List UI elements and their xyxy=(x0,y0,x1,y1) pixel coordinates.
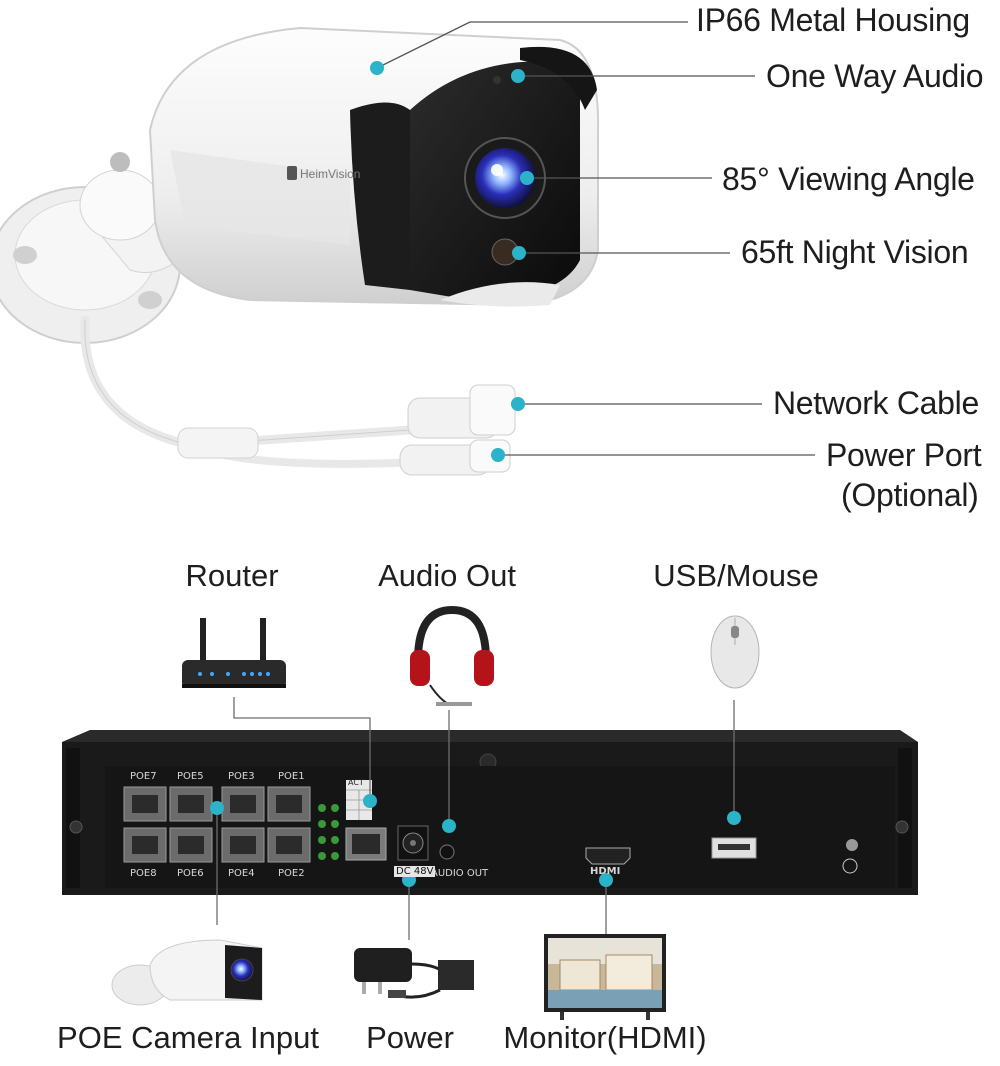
camera-leader-lines xyxy=(370,21,815,462)
port-label-poe5: POE5 xyxy=(177,771,204,782)
dot-housing xyxy=(370,61,384,75)
dot-router xyxy=(363,794,377,808)
network-connector xyxy=(407,384,516,439)
camera-mount xyxy=(0,152,191,344)
callout-audio: One Way Audio xyxy=(766,58,984,94)
port-label-poe1: POE1 xyxy=(278,771,305,782)
audio-out-jack xyxy=(439,844,455,860)
callout-housing: IP66 Metal Housing xyxy=(696,2,970,38)
camera-body xyxy=(148,26,600,307)
leader-housing xyxy=(376,21,471,69)
port-label-poe2: POE2 xyxy=(278,868,305,879)
hdmi-port xyxy=(585,847,631,865)
port-label-poe3: POE3 xyxy=(228,771,255,782)
dot-angle xyxy=(520,171,534,185)
camera-illustration: HeimVision xyxy=(0,26,600,476)
connection-lines xyxy=(216,697,735,940)
dot-network xyxy=(511,397,525,411)
poe-camera-icon xyxy=(111,939,263,1006)
port-label-poe7: POE7 xyxy=(130,771,157,782)
callout-power-line2: (Optional) xyxy=(841,477,979,513)
camera-brand-logo: HeimVision xyxy=(300,167,360,181)
port-label-hdmi: HDMI xyxy=(590,866,621,877)
callout-night: 65ft Night Vision xyxy=(741,234,969,270)
label-monitor: Monitor(HDMI) xyxy=(503,1020,707,1055)
dot-audio xyxy=(511,69,525,83)
port-label-audio-out: AUDIO OUT xyxy=(431,868,489,879)
callout-power-line1: Power Port xyxy=(826,437,982,473)
dot-power xyxy=(491,448,505,462)
port-label-poe6: POE6 xyxy=(177,868,204,879)
label-router: Router xyxy=(185,558,279,593)
label-poe-camera: POE Camera Input xyxy=(57,1020,319,1055)
headphones-icon xyxy=(410,605,494,706)
dot-hdmi xyxy=(599,873,613,887)
port-label-poe8: POE8 xyxy=(130,868,157,879)
monitor-icon xyxy=(544,934,666,1020)
power-connector xyxy=(399,439,511,476)
dot-poe xyxy=(210,801,224,815)
port-label-poe4: POE4 xyxy=(228,868,255,879)
dot-usb xyxy=(727,811,741,825)
ground-symbol xyxy=(842,858,858,874)
power-adapter-icon xyxy=(354,948,474,999)
router-icon xyxy=(182,618,286,688)
port-label-dc: DC 48V xyxy=(394,866,436,877)
label-usb-mouse: USB/Mouse xyxy=(653,558,819,593)
cable-boot xyxy=(177,427,259,459)
dot-night xyxy=(512,246,526,260)
callout-angle: 85° Viewing Angle xyxy=(722,161,975,197)
callout-network: Network Cable xyxy=(773,385,979,421)
dot-audio-out xyxy=(442,819,456,833)
label-power: Power xyxy=(366,1020,454,1055)
mouse-icon xyxy=(710,615,760,689)
label-audio-out: Audio Out xyxy=(378,558,516,593)
port-label-act: ACT xyxy=(348,778,364,787)
